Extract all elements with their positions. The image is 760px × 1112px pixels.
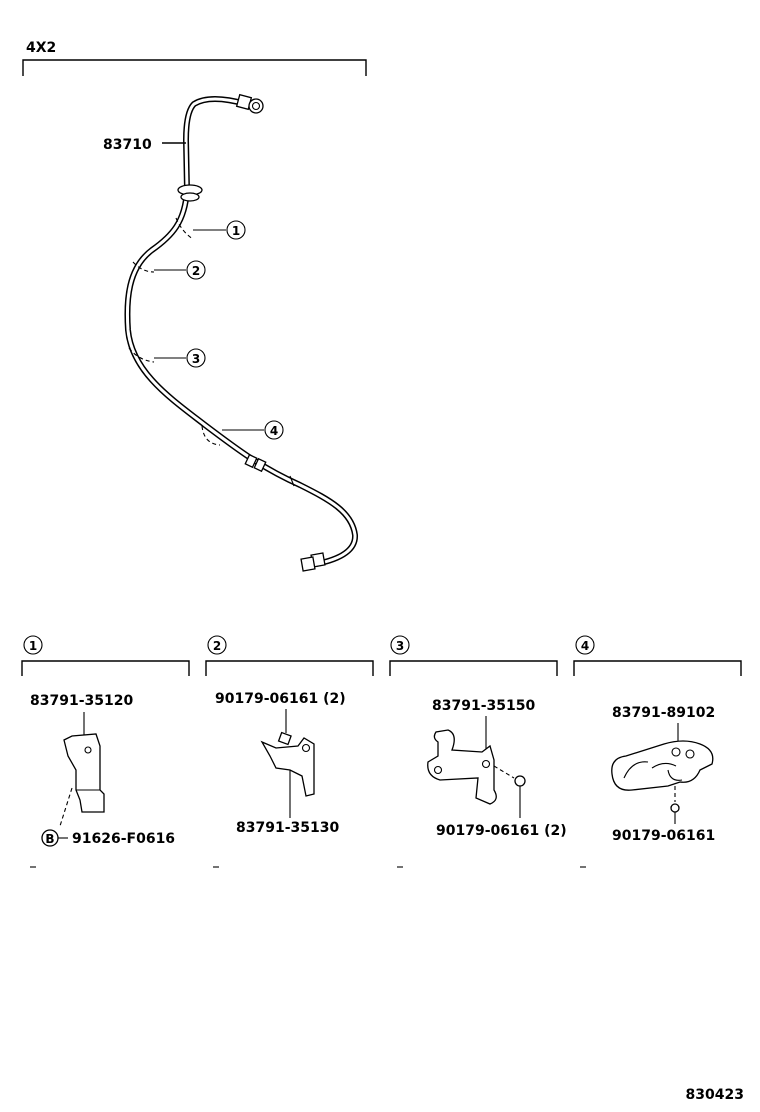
- svg-text:3: 3: [192, 352, 200, 366]
- detail-1-part-b: 91626-F0616: [72, 831, 175, 847]
- region-2-outline: [132, 261, 155, 273]
- svg-text:2: 2: [213, 639, 221, 653]
- region-1-outline: [175, 217, 194, 240]
- svg-text:3: 3: [396, 639, 404, 653]
- detail-1: 1 83791-35120 B 91626-F0616: [21, 635, 190, 847]
- svg-text:1: 1: [232, 224, 240, 238]
- variant-bracket: [22, 59, 367, 76]
- svg-text:1: 1: [29, 639, 37, 653]
- detail-4: 4 83791-89102 90179-06161: [573, 635, 742, 844]
- detail-2-part-a: 90179-06161 (2): [215, 691, 346, 707]
- callout-1: 1: [193, 220, 246, 240]
- svg-text:B: B: [45, 832, 54, 846]
- detail-2-part-b: 83791-35130: [236, 820, 339, 836]
- detail-2: 2 90179-06161 (2) 83791-35130: [205, 635, 374, 836]
- detail-1-part-a: 83791-35120: [30, 693, 133, 709]
- detail-3-part-b: 90179-06161 (2): [436, 823, 567, 839]
- region-4-outline: [201, 425, 221, 446]
- svg-text:2: 2: [192, 264, 200, 278]
- svg-text:4: 4: [270, 424, 278, 438]
- speedometer-cable: [124, 93, 358, 572]
- detail-4-part-a: 83791-89102: [612, 705, 715, 721]
- variant-label: 4X2: [26, 40, 56, 56]
- detail-3: 3 83791-35150 90179-06161 (2): [389, 635, 567, 839]
- callout-2: 2: [154, 260, 206, 280]
- main-part-number: 83710: [103, 137, 152, 153]
- diagram-code: 830423: [686, 1087, 744, 1103]
- detail-4-part-b: 90179-06161: [612, 828, 715, 844]
- svg-text:4: 4: [581, 639, 589, 653]
- callout-3: 3: [154, 348, 206, 368]
- detail-3-part-a: 83791-35150: [432, 698, 535, 714]
- callout-4: 4: [222, 420, 284, 440]
- region-3-outline: [128, 347, 155, 363]
